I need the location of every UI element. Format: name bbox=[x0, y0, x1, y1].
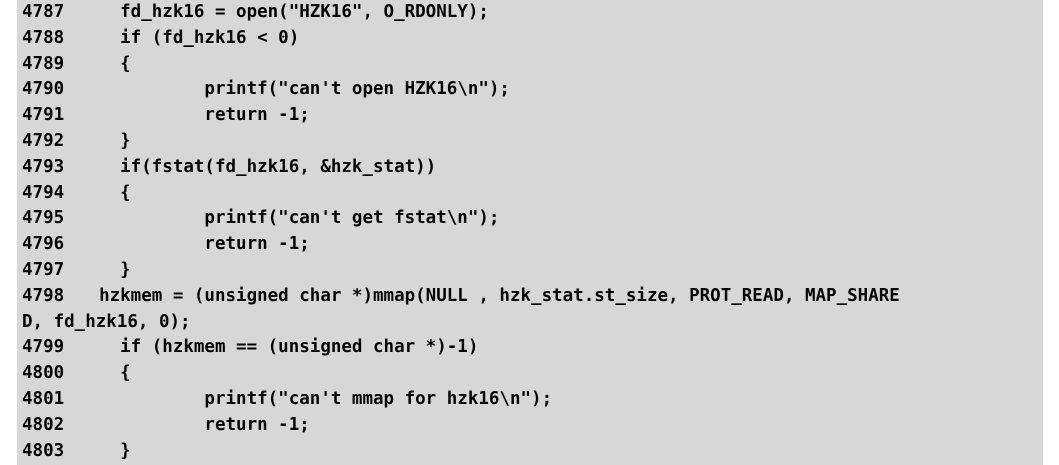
code-line-text: printf("can't get fstat\n"); bbox=[78, 208, 500, 229]
code-line-text: hzkmem = (unsigned char *)mmap(NULL , hz… bbox=[78, 285, 900, 306]
code-line[interactable]: 4802 return -1; bbox=[17, 413, 1043, 439]
code-line[interactable]: 4798 hzkmem = (unsigned char *)mmap(NULL… bbox=[17, 284, 1043, 310]
code-line[interactable]: 4788 if (fd_hzk16 < 0) bbox=[17, 26, 1043, 52]
code-line-text: { bbox=[78, 182, 131, 203]
code-line-text: } bbox=[78, 259, 131, 280]
code-line-text: if(fstat(fd_hzk16, &hzk_stat)) bbox=[78, 156, 437, 177]
line-number: 4788 bbox=[22, 27, 65, 48]
line-number: 4800 bbox=[22, 363, 65, 384]
code-line[interactable]: 4792 } bbox=[17, 129, 1043, 155]
line-number: 4791 bbox=[22, 105, 65, 126]
code-line[interactable]: 4793 if(fstat(fd_hzk16, &hzk_stat)) bbox=[17, 155, 1043, 181]
code-line-text: if (fd_hzk16 < 0) bbox=[78, 27, 300, 48]
code-line-text: if (hzkmem == (unsigned char *)-1) bbox=[78, 337, 479, 358]
line-number: 4795 bbox=[22, 208, 65, 229]
code-line-text: D, fd_hzk16, 0); bbox=[22, 311, 191, 332]
line-number: 4789 bbox=[22, 53, 65, 74]
code-line-text: return -1; bbox=[78, 414, 310, 435]
code-line[interactable]: 4791 return -1; bbox=[17, 103, 1043, 129]
code-line-text: { bbox=[78, 53, 131, 74]
code-line[interactable]: 4800 { bbox=[17, 361, 1043, 387]
code-line[interactable]: 4795 printf("can't get fstat\n"); bbox=[17, 206, 1043, 232]
code-line-text: return -1; bbox=[78, 105, 310, 126]
line-number: 4803 bbox=[22, 440, 65, 461]
code-line-text: } bbox=[78, 440, 131, 461]
code-line-text: fd_hzk16 = open("HZK16", O_RDONLY); bbox=[78, 2, 489, 22]
code-line[interactable]: 4794 { bbox=[17, 181, 1043, 207]
line-number: 4801 bbox=[22, 388, 65, 409]
code-line-text: { bbox=[78, 363, 131, 384]
code-listing[interactable]: 4787 fd_hzk16 = open("HZK16", O_RDONLY);… bbox=[17, 0, 1043, 465]
line-number: 4798 bbox=[22, 285, 65, 306]
code-line-text: } bbox=[78, 130, 131, 151]
line-number: 4797 bbox=[22, 259, 65, 280]
code-line[interactable]: 4787 fd_hzk16 = open("HZK16", O_RDONLY); bbox=[17, 0, 1043, 26]
line-number: 4787 bbox=[22, 2, 65, 22]
line-number: 4802 bbox=[22, 414, 65, 435]
code-line-text: printf("can't open HZK16\n"); bbox=[78, 79, 510, 100]
line-number: 4799 bbox=[22, 337, 65, 358]
code-line-continuation[interactable]: D, fd_hzk16, 0); bbox=[17, 310, 1043, 336]
code-line[interactable]: 4803 } bbox=[17, 439, 1043, 465]
line-number: 4792 bbox=[22, 130, 65, 151]
code-line[interactable]: 4799 if (hzkmem == (unsigned char *)-1) bbox=[17, 335, 1043, 361]
code-line[interactable]: 4801 printf("can't mmap for hzk16\n"); bbox=[17, 387, 1043, 413]
code-line-text: return -1; bbox=[78, 234, 310, 255]
line-number: 4794 bbox=[22, 182, 65, 203]
code-line[interactable]: 4796 return -1; bbox=[17, 232, 1043, 258]
code-line[interactable]: 4789 { bbox=[17, 52, 1043, 78]
code-line[interactable]: 4790 printf("can't open HZK16\n"); bbox=[17, 77, 1043, 103]
line-number: 4796 bbox=[22, 234, 65, 255]
code-line-text: printf("can't mmap for hzk16\n"); bbox=[78, 388, 553, 409]
line-number: 4793 bbox=[22, 156, 65, 177]
line-number: 4790 bbox=[22, 79, 65, 100]
code-line[interactable]: 4797 } bbox=[17, 258, 1043, 284]
